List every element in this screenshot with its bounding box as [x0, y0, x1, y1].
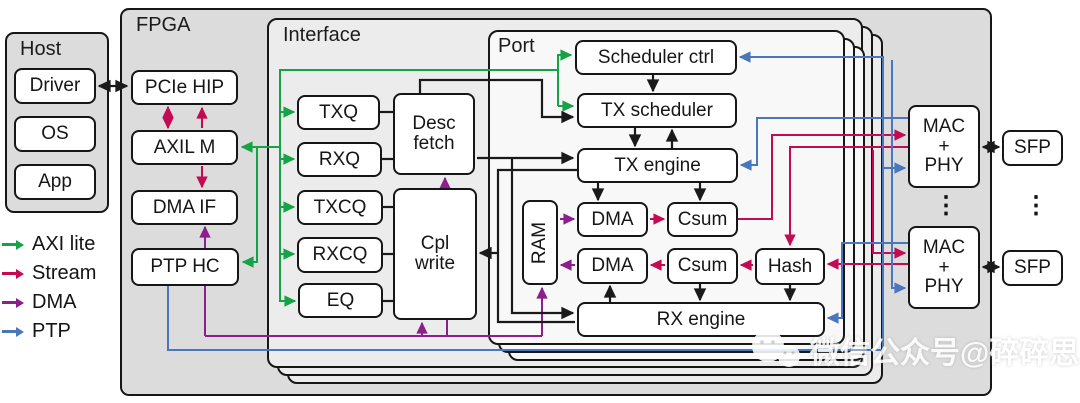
block-eq: EQ	[298, 283, 383, 318]
legend-arrow-axi-lite-icon	[2, 239, 28, 250]
block-hash: Hash	[755, 248, 825, 285]
legend-item-dma: DMA	[2, 288, 96, 317]
block-scheduler-ctrl: Scheduler ctrl	[575, 40, 737, 75]
block-csum-rx: Csum	[667, 248, 738, 284]
block-txq: TXQ	[297, 95, 380, 130]
block-dma-rx: DMA	[577, 248, 648, 284]
legend-arrow-stream-icon	[2, 268, 28, 279]
mac-phy-line: MAC	[922, 236, 966, 258]
legend-arrow-dma-icon	[2, 297, 28, 308]
block-pcie-hip: PCIe HIP	[131, 70, 238, 105]
watermark-text: 微信公众号@碎碎思	[810, 337, 1080, 370]
block-app: App	[14, 164, 96, 200]
mac-phy-line: PHY	[924, 276, 964, 298]
legend: AXI lite Stream DMA PTP	[2, 230, 96, 346]
host-label: Host	[20, 38, 62, 60]
legend-item-stream: Stream	[2, 259, 96, 288]
sfp-ellipsis: ⋮	[1024, 192, 1048, 219]
legend-label: Stream	[32, 262, 97, 284]
block-rx-engine: RX engine	[577, 302, 825, 337]
legend-label: DMA	[32, 291, 77, 313]
watermark: 微信公众号@碎碎思	[748, 327, 1079, 373]
fpga-label: FPGA	[136, 14, 191, 36]
legend-arrow-ptp-icon	[2, 326, 28, 337]
mac-phy-line: PHY	[924, 155, 964, 177]
block-txcq: TXCQ	[297, 190, 383, 225]
mac-phy-line: +	[938, 256, 950, 278]
block-cpl-write: Cpl write	[393, 188, 477, 320]
block-tx-scheduler: TX scheduler	[577, 93, 737, 128]
ram-label: RAM	[529, 221, 551, 264]
port-label: Port	[498, 35, 535, 57]
block-driver: Driver	[14, 68, 96, 104]
block-csum-tx: Csum	[667, 202, 738, 237]
block-ram: RAM	[522, 200, 558, 285]
legend-item-ptp: PTP	[2, 317, 96, 346]
wechat-icon	[752, 330, 800, 367]
mac-ellipsis: ⋮	[934, 192, 958, 219]
block-ptp-hc: PTP HC	[131, 248, 239, 286]
block-sfp-2: SFP	[1002, 250, 1063, 286]
legend-item-axi-lite: AXI lite	[2, 230, 96, 259]
block-mac-phy-1: MAC + PHY	[908, 105, 980, 188]
mac-phy-line: MAC	[922, 115, 966, 137]
block-rxq: RXQ	[297, 142, 382, 177]
block-os: OS	[14, 116, 96, 152]
block-dma-if: DMA IF	[131, 190, 238, 225]
legend-label: PTP	[32, 320, 71, 342]
block-tx-engine: TX engine	[577, 148, 738, 183]
block-axil-m: AXIL M	[131, 130, 238, 165]
block-sfp-1: SFP	[1002, 130, 1063, 166]
legend-label: AXI lite	[32, 233, 96, 255]
block-rxcq: RXCQ	[297, 237, 383, 273]
mac-phy-line: +	[938, 135, 950, 157]
block-mac-phy-2: MAC + PHY	[908, 226, 980, 309]
interface-label: Interface	[283, 24, 361, 46]
block-desc-fetch: Desc fetch	[393, 93, 475, 175]
block-dma-tx: DMA	[577, 202, 648, 237]
